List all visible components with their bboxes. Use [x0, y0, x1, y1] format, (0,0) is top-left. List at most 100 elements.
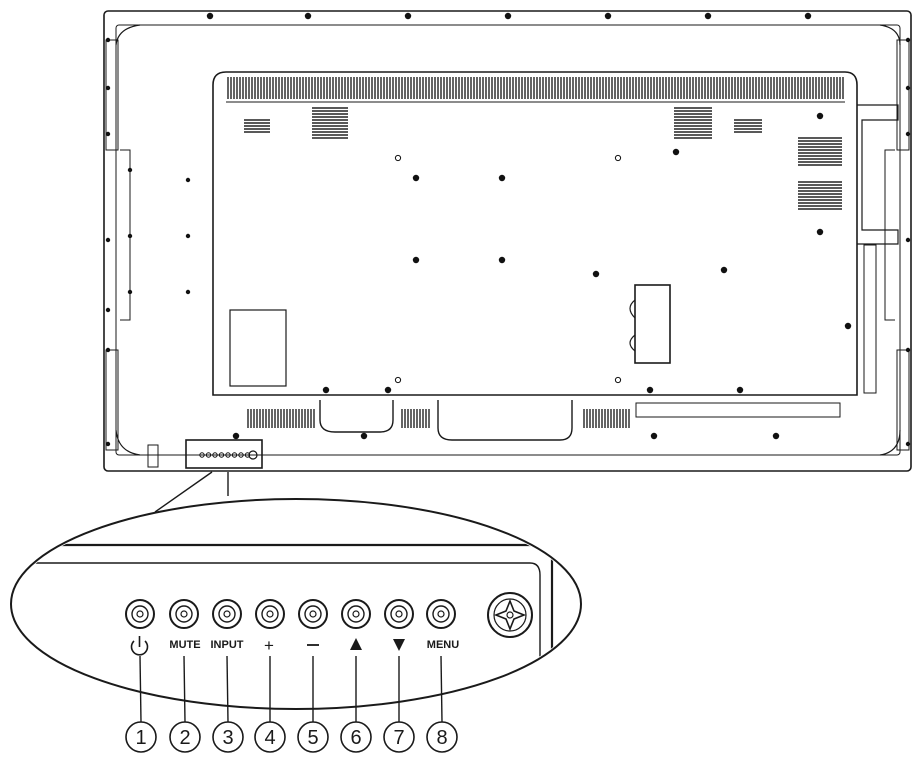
monitor-frame: [103, 10, 912, 472]
screw-hole: [804, 12, 812, 20]
screw-hole: [816, 112, 824, 120]
screw-hole: [105, 37, 111, 43]
screw-hole: [844, 322, 852, 330]
callout-6: 6: [340, 656, 372, 753]
right-side-slot: [863, 244, 877, 394]
panel-button-mini: [205, 452, 212, 458]
vent-block-a: [312, 107, 348, 139]
callout-number: 1: [135, 727, 146, 749]
bottom-vent-left: [247, 409, 315, 428]
mount-hole: [394, 376, 402, 384]
screw-hole: [105, 307, 111, 313]
callout-5: 5: [297, 656, 329, 753]
menu-button[interactable]: [426, 599, 456, 629]
screw-hole: [105, 347, 111, 353]
panel-knob-mini: [248, 450, 258, 460]
mute-label: MUTE: [169, 639, 200, 651]
screw-hole: [604, 12, 612, 20]
panel-button-mini: [218, 452, 225, 458]
down-arrow-icon: [393, 639, 405, 651]
button-row: [125, 599, 456, 629]
screw-hole: [105, 441, 111, 447]
screw-hole: [720, 266, 728, 274]
corner-bracket-bl: [115, 429, 141, 456]
screw-hole: [816, 228, 824, 236]
right-rail-top: [896, 39, 910, 151]
screw-hole: [504, 12, 512, 20]
panel-button-mini: [238, 452, 244, 458]
vent-grilles: [227, 77, 844, 428]
screw-hole: [322, 386, 330, 394]
plus-icon: +: [264, 636, 274, 655]
right-rail-bottom: [896, 349, 910, 451]
screw-hole: [650, 432, 658, 440]
screw-hole: [127, 233, 133, 239]
screw-hole: [672, 148, 680, 156]
screw-hole: [412, 174, 420, 182]
corner-bracket-tl: [115, 24, 141, 46]
screw-hole: [185, 233, 191, 239]
panel-button-mini: [225, 452, 231, 458]
bottom-slot: [635, 402, 841, 418]
input-button[interactable]: [212, 599, 242, 629]
callout-number: 2: [179, 727, 190, 749]
screw-hole: [736, 386, 744, 394]
vent-block-d: [734, 119, 762, 133]
control-panel-outline: [185, 439, 263, 469]
vent-block-c: [244, 119, 270, 133]
joystick-knob[interactable]: [487, 592, 533, 638]
screw-hole: [498, 256, 506, 264]
screw-hole: [360, 432, 368, 440]
panel-edge-inner: [13, 562, 541, 707]
panel-button-mini: [212, 452, 218, 458]
power-icon: [130, 640, 149, 656]
callout-4: 4: [254, 656, 286, 753]
screw-hole: [105, 237, 111, 243]
screw-hole: [127, 289, 133, 295]
input-label: INPUT: [211, 639, 244, 651]
mount-hole: [614, 154, 622, 162]
socket-clip-top: [629, 299, 636, 319]
corner-bracket-br: [879, 429, 901, 456]
plus-button[interactable]: [255, 599, 285, 629]
right-bracket: [857, 104, 899, 245]
down-button[interactable]: [384, 599, 414, 629]
power-button[interactable]: [125, 599, 155, 629]
screw-hole: [772, 432, 780, 440]
callout-7: 7: [383, 656, 415, 753]
magnified-view: [10, 471, 582, 710]
screw-hole: [905, 347, 911, 353]
stand-mount-center: [437, 400, 573, 441]
power-socket: [634, 284, 671, 364]
callout-number: 6: [350, 727, 361, 749]
screw-hole: [105, 85, 111, 91]
menu-label: MENU: [427, 639, 459, 651]
mount-hole: [614, 376, 622, 384]
up-button[interactable]: [341, 599, 371, 629]
vent-block-f: [798, 181, 842, 210]
monitor-inner-frame: [115, 24, 901, 456]
panel-button-mini: [199, 452, 205, 458]
zoom-line-left: [154, 471, 213, 513]
callout-number: 3: [222, 727, 233, 749]
screw-hole: [206, 12, 214, 20]
corner-bracket-tr: [879, 24, 901, 46]
screw-hole: [404, 12, 412, 20]
vent-block-b: [674, 107, 712, 139]
up-arrow-icon: [350, 638, 362, 650]
mute-button[interactable]: [169, 599, 199, 629]
left-rail-bottom: [105, 349, 119, 451]
screw-hole: [384, 386, 392, 394]
screw-hole: [412, 256, 420, 264]
bottom-tab: [147, 444, 159, 468]
top-vent-band: [227, 77, 844, 99]
minus-button[interactable]: [298, 599, 328, 629]
bottom-vent-mid: [401, 409, 430, 428]
control-panel-buttons: [199, 450, 258, 460]
callout-2: 2: [169, 655, 201, 753]
screw-hole: [127, 167, 133, 173]
label-plate: [229, 309, 287, 387]
